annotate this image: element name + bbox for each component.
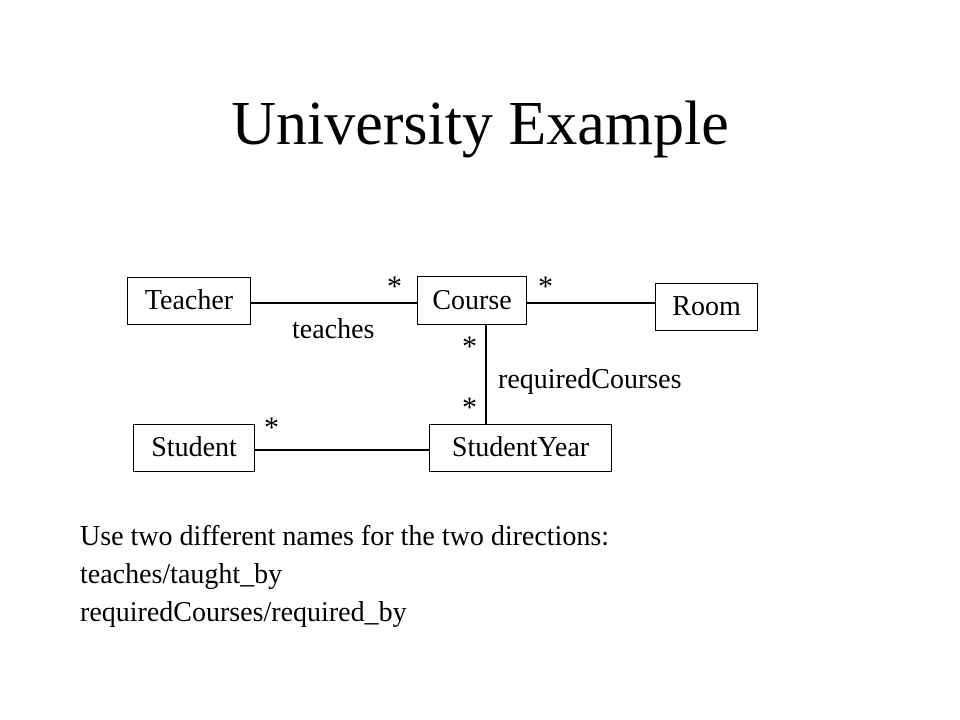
note-line: teaches/taught_by: [80, 559, 283, 590]
required-courses-association-line: [485, 324, 487, 424]
naming-note: Use two different names for the two dire…: [80, 518, 609, 632]
required-courses-association-label: requiredCourses: [498, 364, 682, 395]
studentyear-class-box: StudentYear: [429, 424, 612, 472]
student-studentyear-association-line: [254, 449, 430, 451]
course-room-association-line: [526, 302, 656, 304]
student-class-box: Student: [133, 424, 255, 472]
course-class-box: Course: [417, 276, 527, 325]
teaches-association-line: [250, 302, 418, 304]
teaches-association-label: teaches: [292, 314, 375, 345]
room-class-box: Room: [655, 283, 758, 331]
student-multiplicity: *: [264, 411, 279, 444]
course-room-multiplicity: *: [538, 270, 553, 303]
teacher-class-box: Teacher: [127, 277, 251, 325]
teaches-multiplicity: *: [387, 270, 402, 303]
note-line: Use two different names for the two dire…: [80, 521, 610, 552]
note-line: requiredCourses/required_by: [80, 597, 407, 628]
required-courses-course-multiplicity: *: [462, 330, 477, 363]
slide-title: University Example: [231, 90, 729, 158]
required-courses-studentyear-multiplicity: *: [462, 391, 477, 424]
